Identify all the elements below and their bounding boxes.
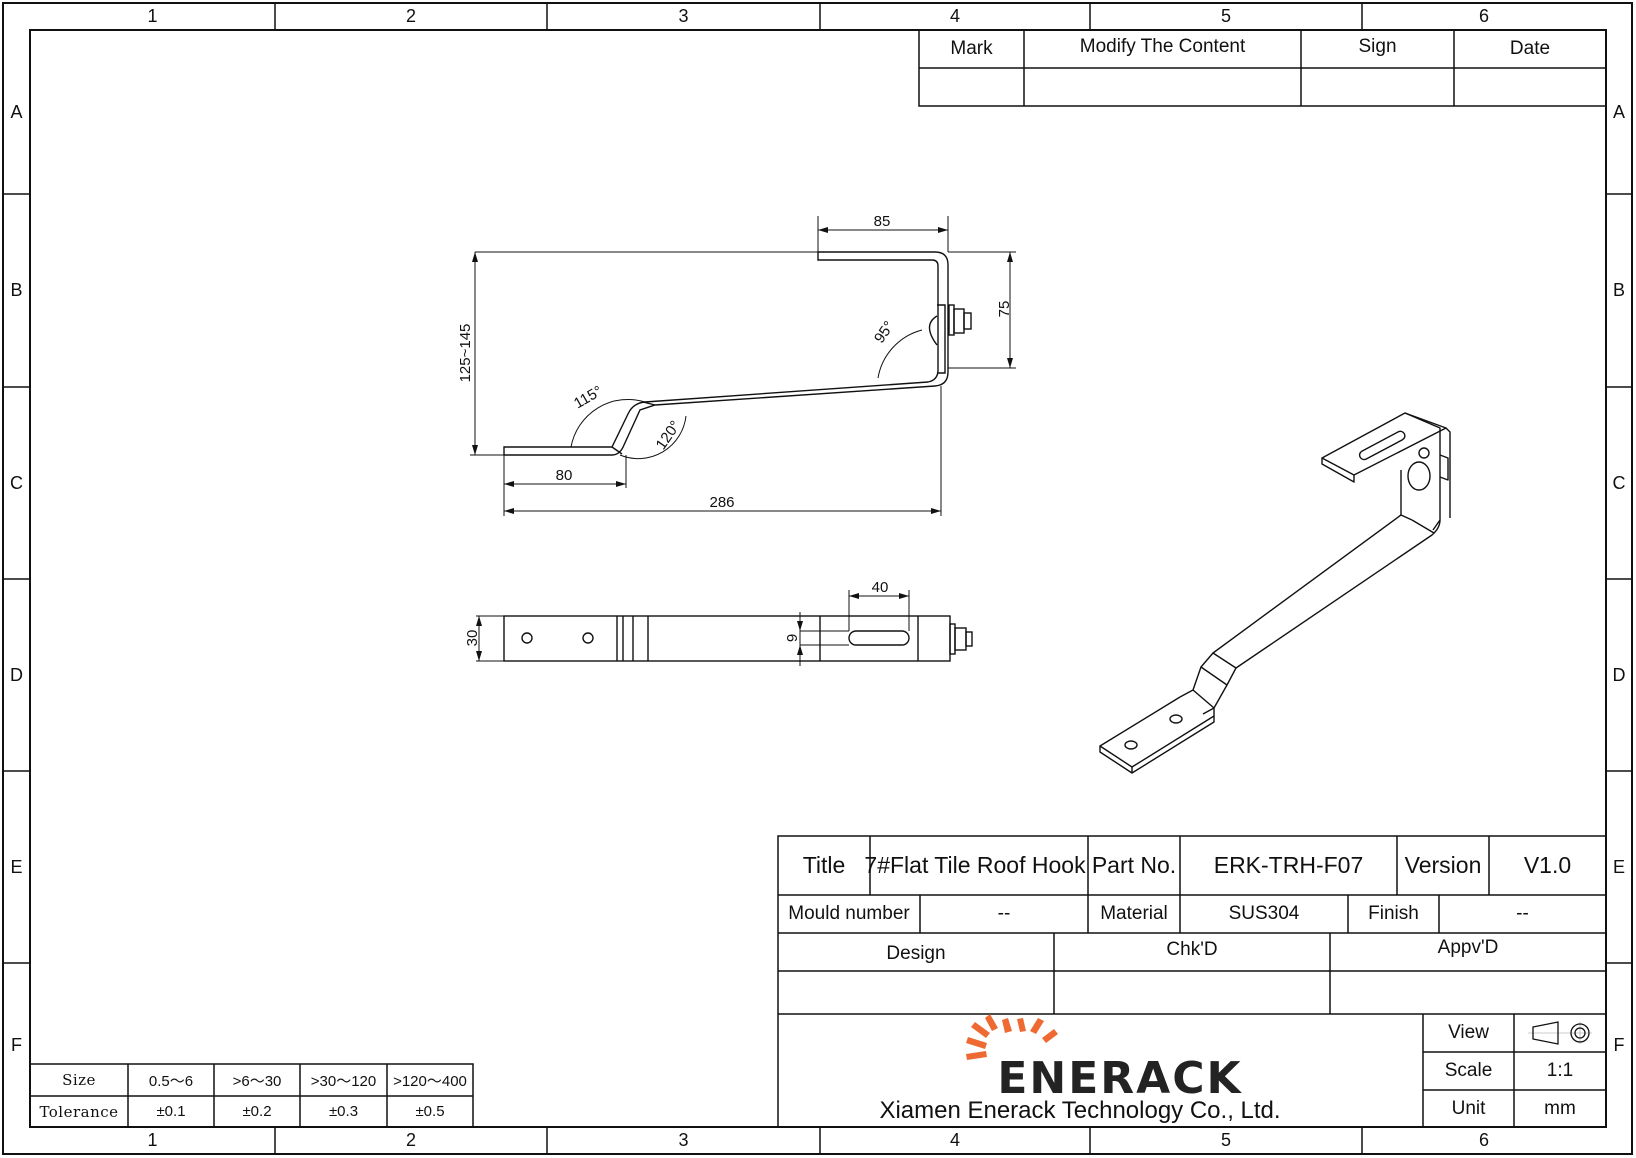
zone-col-4-top: 4	[949, 6, 960, 26]
revision-cell-date[interactable]	[1454, 68, 1606, 106]
tolerance-table-lines	[29, 1063, 474, 1128]
unit-value: mm	[1544, 1097, 1576, 1119]
zone-row-b-left: B	[10, 280, 23, 300]
zone-col-6-bottom: 6	[1478, 1130, 1489, 1150]
side-view-drawing	[470, 216, 1016, 516]
revision-table-lines	[918, 29, 1607, 107]
version-value: V1.0	[1523, 852, 1572, 878]
tolerance-value-3: ±0.3	[328, 1103, 359, 1120]
view-label: View	[1448, 1022, 1489, 1043]
finish-label: Finish	[1368, 903, 1419, 924]
revision-header-date: Date	[1509, 38, 1551, 59]
dim-hook-height: 75	[995, 300, 1013, 318]
zone-col-3-top: 3	[678, 6, 689, 26]
tolerance-size-2: >6～30	[232, 1072, 282, 1090]
mould-number-value: --	[997, 903, 1011, 924]
zone-row-f-left: F	[11, 1034, 22, 1055]
part-no-label: Part No.	[1091, 852, 1177, 878]
zone-row-e-right: E	[1612, 856, 1625, 877]
tolerance-size-3: >30～120	[310, 1072, 377, 1090]
material-label: Material	[1100, 903, 1168, 924]
dim-total-height: 125~145	[456, 323, 474, 383]
zone-row-f-right: F	[1613, 1034, 1625, 1055]
zone-row-a-right: A	[1612, 101, 1625, 122]
title-label: Title	[802, 852, 846, 878]
plan-view-arrows	[476, 593, 909, 661]
tolerance-size-1: 0.5～6	[148, 1072, 194, 1090]
finish-value: --	[1516, 903, 1529, 924]
brand-logo-text: ENERACK	[997, 1052, 1243, 1104]
scale-value: 1:1	[1546, 1060, 1574, 1081]
material-value: SUS304	[1228, 903, 1300, 924]
dim-width: 30	[463, 629, 481, 647]
zone-row-b-right: B	[1612, 280, 1625, 300]
zone-col-1-top: 1	[147, 6, 158, 26]
title-value: 7#Flat Tile Roof Hook	[864, 852, 1086, 878]
first-angle-projection-icon	[1528, 1021, 1592, 1045]
dim-base-length: 80	[555, 466, 573, 484]
zone-col-4-bottom: 4	[949, 1130, 960, 1150]
appvd-value[interactable]	[1330, 971, 1606, 1014]
version-label: Version	[1404, 852, 1482, 878]
chkd-label: Chk'D	[1166, 939, 1218, 960]
zone-row-d-left: D	[10, 664, 23, 685]
logo-rays-icon	[966, 1014, 1058, 1060]
tolerance-value-1: ±0.1	[156, 1103, 186, 1120]
zone-dividers	[3, 3, 1632, 1154]
zone-col-5-top: 5	[1220, 6, 1231, 26]
tolerance-size-label: Size	[62, 1071, 96, 1089]
zone-row-c-right: C	[1612, 472, 1626, 493]
revision-header-sign: Sign	[1358, 36, 1397, 57]
dim-total-length: 286	[709, 493, 735, 511]
zone-col-6-top: 6	[1478, 6, 1489, 26]
chkd-value[interactable]	[1054, 971, 1330, 1014]
revision-cell-content[interactable]	[1024, 68, 1301, 106]
plan-view-drawing	[476, 590, 973, 666]
revision-header-mark: Mark	[950, 38, 993, 59]
revision-cell-sign[interactable]	[1301, 68, 1454, 106]
zone-col-5-bottom: 5	[1220, 1130, 1231, 1150]
design-label: Design	[886, 943, 946, 964]
side-view-arrows	[472, 227, 1013, 514]
unit-label: Unit	[1451, 1097, 1486, 1119]
zone-row-e-left: E	[10, 856, 23, 877]
zone-row-d-right: D	[1612, 664, 1626, 685]
revision-header-content: Modify The Content	[1079, 36, 1246, 57]
mould-number-label: Mould number	[788, 903, 910, 924]
dim-slot-width: 9	[783, 633, 801, 643]
zone-col-3-bottom: 3	[678, 1130, 689, 1150]
zone-row-a-left: A	[10, 101, 23, 122]
tolerance-size-4: >120～400	[393, 1072, 467, 1090]
company-name: Xiamen Enerack Technology Co., Ltd.	[879, 1097, 1281, 1124]
tolerance-value-4: ±0.5	[415, 1103, 445, 1120]
dim-slot-length: 40	[871, 578, 889, 596]
design-value[interactable]	[778, 971, 1054, 1014]
appvd-label: Appv'D	[1437, 937, 1499, 958]
tolerance-value-2: ±0.2	[242, 1103, 272, 1120]
title-block-lines	[777, 835, 1607, 1128]
zone-col-2-top: 2	[405, 6, 416, 26]
scale-label: Scale	[1444, 1060, 1493, 1081]
revision-cell-mark[interactable]	[919, 68, 1024, 106]
tolerance-label: Tolerance	[39, 1102, 119, 1121]
part-no-value: ERK-TRH-F07	[1213, 852, 1364, 878]
zone-col-1-bottom: 1	[147, 1130, 158, 1150]
zone-row-c-left: C	[10, 472, 23, 493]
isometric-view-drawing	[1099, 412, 1451, 774]
dim-top-length: 85	[873, 212, 891, 230]
zone-col-2-bottom: 2	[405, 1130, 416, 1150]
